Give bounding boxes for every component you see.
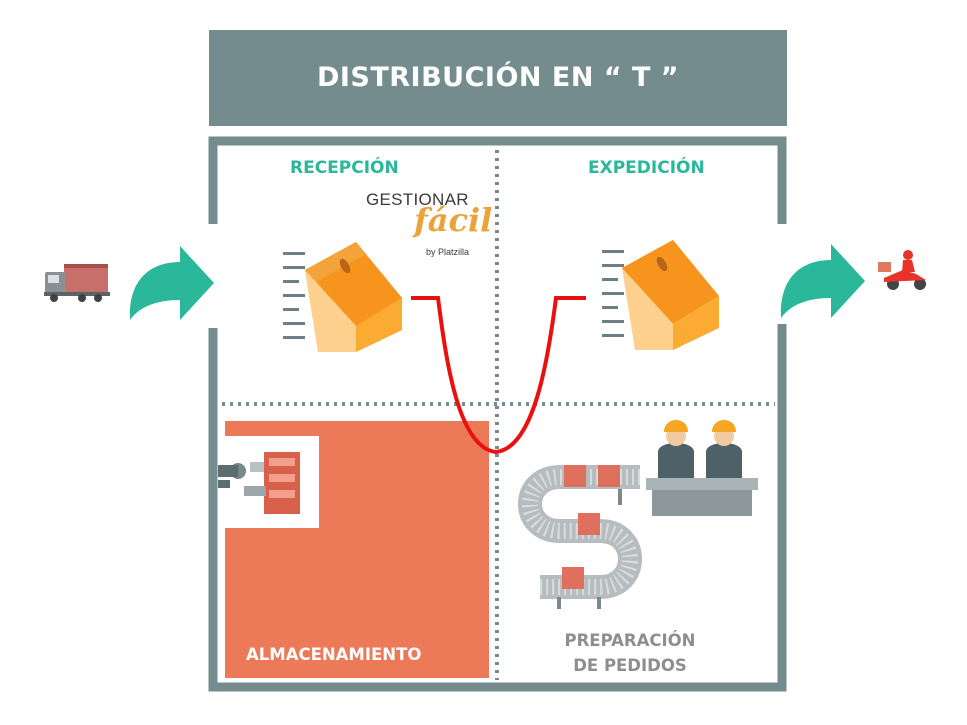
truck-icon — [44, 264, 110, 302]
robot-arm-icon — [218, 452, 300, 514]
shipping-label: EXPEDICIÓN — [588, 158, 705, 178]
arrow-in-icon — [129, 246, 214, 320]
order-prep-line1: PREPARACIÓN — [564, 631, 696, 650]
box-shipping-icon — [602, 240, 719, 350]
workers-icon — [646, 420, 758, 516]
logo-top-text: GESTIONAR — [366, 190, 469, 209]
storage-label: ALMACENAMIENTO — [246, 645, 422, 664]
order-prep-line2: DE PEDIDOS — [573, 656, 687, 675]
delivery-scooter-icon — [878, 250, 926, 290]
warehouse-frame — [208, 136, 787, 692]
logo-by-text: by Platzilla — [426, 247, 470, 257]
diagram-title: DISTRIBUCIÓN EN “ T ” — [316, 62, 680, 93]
title-banner: DISTRIBUCIÓN EN “ T ” — [209, 30, 787, 126]
box-reception-icon — [283, 242, 402, 352]
gestionar-facil-logo: GESTIONAR fácil by Platzilla — [366, 185, 496, 265]
flow-line — [411, 296, 586, 455]
arrow-out-icon — [780, 244, 865, 318]
reception-label: RECEPCIÓN — [290, 158, 399, 178]
order-prep-label: PREPARACIÓN DE PEDIDOS — [540, 628, 720, 678]
logo-script-text: fácil — [414, 201, 493, 239]
conveyor-belt-icon — [518, 465, 642, 609]
